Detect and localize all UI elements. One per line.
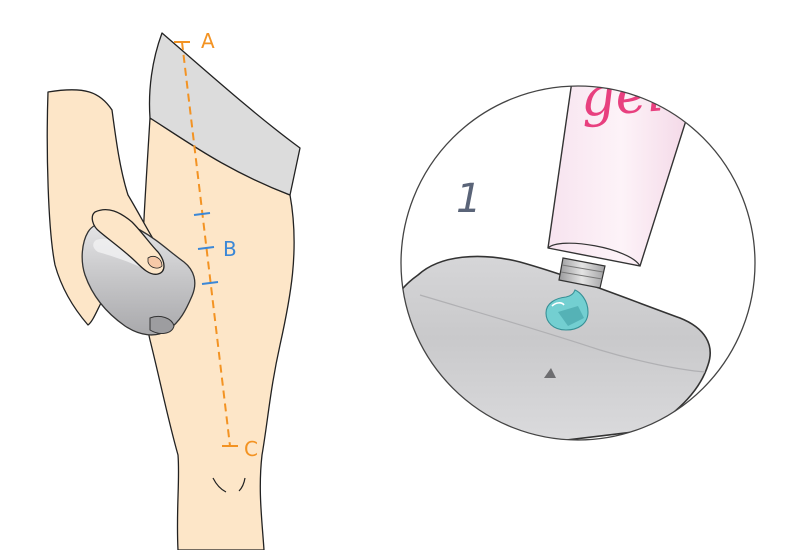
knee-crease-left: [212, 477, 227, 493]
fingernail: [147, 256, 163, 269]
leg: [141, 32, 301, 550]
tube-brand-text: gel: [579, 60, 667, 129]
nozzle-ridge-1: [561, 264, 604, 273]
tick-b-middle: [197, 246, 215, 250]
gel-drop-highlight: [551, 302, 565, 307]
garment: [148, 32, 301, 196]
tick-b-upper: [193, 212, 211, 216]
device-closeup-ridge: [419, 294, 706, 373]
tick-b-lower: [201, 281, 219, 285]
tube-shoulder: [547, 242, 641, 267]
label-a: A: [201, 29, 215, 53]
thumb: [91, 208, 165, 275]
step-number: 1: [456, 176, 481, 222]
nozzle-ridge-2: [560, 271, 603, 280]
gel-drop-shade: [558, 306, 584, 326]
dashed-line-ac: [181, 41, 231, 447]
label-c: C: [244, 437, 258, 461]
device-highlight: [93, 238, 147, 269]
closeup-circle: gel 1: [400, 60, 756, 441]
closeup-border: [400, 85, 756, 441]
label-b: B: [223, 237, 237, 261]
measurement-line: [174, 41, 238, 447]
triangle-marker-icon: [544, 368, 556, 378]
handheld-device: [81, 221, 196, 336]
knee-crease-right: [238, 477, 246, 492]
leg-skin: [141, 117, 295, 550]
device-tip: [149, 315, 175, 334]
tube-nozzle: [558, 257, 606, 289]
